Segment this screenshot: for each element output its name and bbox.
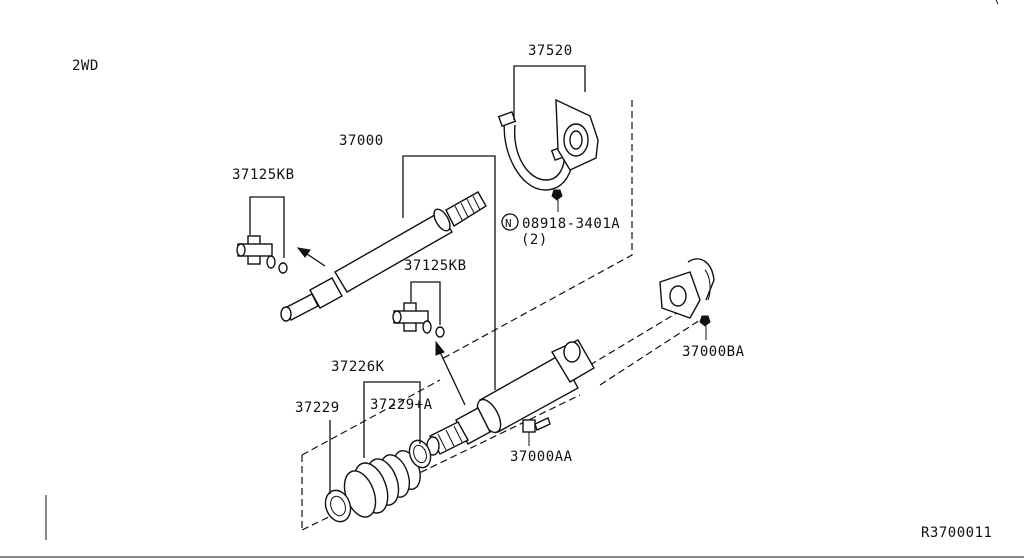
universal-joint-lower <box>392 302 445 338</box>
leader-37520 <box>513 65 586 120</box>
callout-37229a: 37229+A <box>370 397 433 413</box>
corner-mark <box>995 0 999 5</box>
band-left <box>324 489 352 523</box>
callout-nut-qty: (2) <box>521 232 548 248</box>
companion-flange <box>659 258 715 327</box>
callout-37000aa: 37000AA <box>510 449 573 465</box>
universal-joint-upper <box>236 235 288 274</box>
rear-shaft-section <box>426 339 595 456</box>
boot-kit <box>343 450 421 518</box>
leader-37000 <box>402 155 496 390</box>
arrow-lower <box>435 340 466 406</box>
callout-37226k: 37226K <box>331 359 385 375</box>
leader-37226k <box>363 381 421 458</box>
nut-symbol: N <box>505 217 512 230</box>
leader-37125kb-upper <box>249 196 285 258</box>
flange-bolt <box>522 417 551 446</box>
variant-label: 2WD <box>72 58 99 74</box>
band-right <box>408 439 432 469</box>
callout-37125kb-upper: 37125KB <box>232 167 295 183</box>
callout-37229: 37229 <box>295 400 340 416</box>
callout-37520: 37520 <box>528 43 573 59</box>
arrow-upper <box>296 247 326 267</box>
callout-37000ba: 37000BA <box>682 344 745 360</box>
callout-37125kb-lower: 37125KB <box>404 258 467 274</box>
callout-37000: 37000 <box>339 133 384 149</box>
footer-code: R3700011 <box>921 525 992 541</box>
callout-nut-code: 08918-3401A <box>522 216 620 232</box>
leader-37125kb-lower <box>410 281 441 325</box>
assembly-envelope <box>301 100 701 531</box>
nut-symbol-circle <box>501 213 519 231</box>
front-shaft-section <box>280 191 487 322</box>
